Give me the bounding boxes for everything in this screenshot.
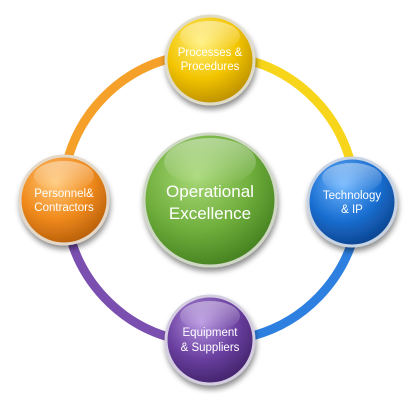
node-personnel-contractors [18, 154, 110, 246]
node-left-label-line2: Contractors [34, 202, 94, 214]
node-right-label-line1: Technology [323, 190, 381, 202]
node-top-label-line1: Processes & [178, 47, 243, 59]
node-technology-ip [306, 156, 398, 248]
ring-arc-left-top [61, 53, 177, 171]
center-label-line2: Excellence [169, 204, 251, 223]
center-label-line1: Operational [166, 182, 254, 201]
center-node [142, 132, 278, 268]
node-bottom-label-line2: & Suppliers [181, 342, 240, 354]
ring-arc-bottom-left [63, 223, 177, 343]
ring-arc-top-right [243, 55, 357, 173]
node-top-label-line2: Procedures [181, 61, 240, 73]
node-bottom-label-line1: Equipment [183, 327, 239, 339]
node-processes-procedures [164, 14, 256, 106]
node-right-label-line2: & IP [341, 204, 363, 216]
node-left-label-line1: Personnel& [34, 188, 94, 200]
node-equipment-suppliers [164, 294, 256, 386]
